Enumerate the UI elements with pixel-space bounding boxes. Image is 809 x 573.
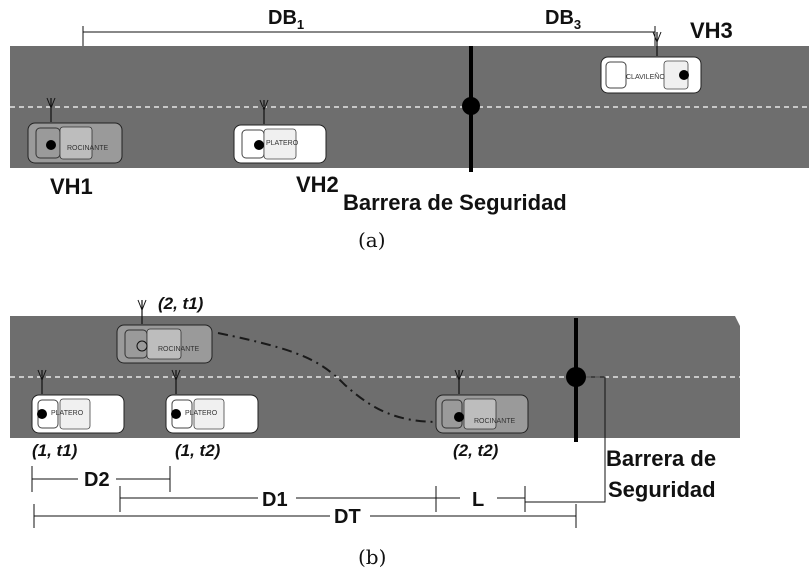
dimension-line-db bbox=[82, 26, 656, 46]
car-name-vh2: PLATERO bbox=[266, 140, 299, 147]
caption-a: (a) bbox=[358, 228, 386, 252]
caption-b: (b) bbox=[358, 545, 386, 569]
panel-b: ROCINANTE (2, t1) PLATERO (1, t1) PLATER… bbox=[10, 294, 740, 569]
car-name-vh3: CLAVILEÑO bbox=[626, 72, 665, 81]
label-vh2: VH2 bbox=[296, 172, 339, 197]
dimension-d2 bbox=[31, 466, 171, 492]
label-2-t2: (2, t2) bbox=[453, 441, 499, 460]
label-1-t2: (1, t2) bbox=[175, 441, 221, 460]
label-barrier-b-line2: Seguridad bbox=[608, 477, 716, 502]
car-name-overtaking: ROCINANTE bbox=[158, 346, 200, 353]
car-rocinante-t2: ROCINANTE bbox=[435, 369, 529, 434]
label-1-t1: (1, t1) bbox=[32, 441, 78, 460]
label-vh1: VH1 bbox=[50, 174, 93, 199]
security-barrier-b bbox=[525, 318, 606, 503]
trajectory-path bbox=[217, 332, 441, 423]
car-name-vh1: ROCINANTE bbox=[67, 145, 109, 152]
car-name-rocinante-t2: ROCINANTE bbox=[474, 418, 516, 425]
label-barrier-b-line1: Barrera de bbox=[606, 446, 716, 471]
car-name-platero-t2: PLATERO bbox=[185, 410, 218, 417]
car-platero-t1: PLATERO bbox=[31, 369, 125, 434]
label-vh3: VH3 bbox=[690, 18, 733, 43]
label-l: L bbox=[472, 489, 484, 511]
label-dt: DT bbox=[334, 506, 361, 528]
car-vh2: PLATERO bbox=[233, 99, 327, 164]
label-db1: DB1 bbox=[268, 7, 304, 32]
label-d1: D1 bbox=[262, 489, 288, 511]
car-platero-t2: PLATERO bbox=[165, 369, 259, 434]
panel-a: DB1 DB3 ROCINANTE VH1 PLATERO bbox=[10, 7, 809, 252]
dimension-d1-l bbox=[119, 486, 526, 512]
dimension-dt bbox=[33, 504, 577, 528]
car-vh3: CLAVILEÑO bbox=[600, 31, 702, 94]
car-vh1: ROCINANTE bbox=[27, 97, 123, 164]
car-overtaking-t1: ROCINANTE bbox=[116, 299, 213, 364]
label-barrier-a: Barrera de Seguridad bbox=[343, 190, 567, 215]
car-name-platero-t1: PLATERO bbox=[51, 410, 84, 417]
label-db3: DB3 bbox=[545, 7, 581, 32]
security-barrier-a bbox=[462, 46, 480, 172]
label-2-t1: (2, t1) bbox=[158, 294, 204, 313]
label-d2: D2 bbox=[84, 469, 110, 491]
